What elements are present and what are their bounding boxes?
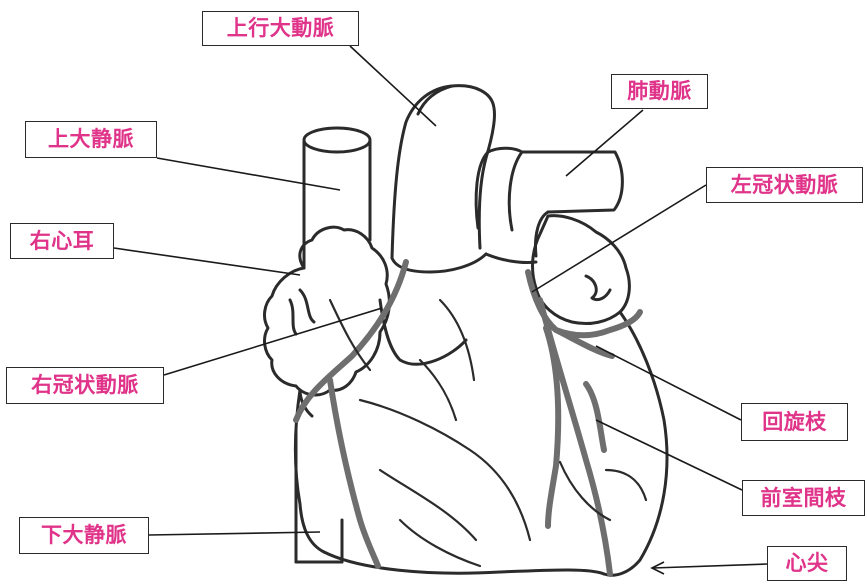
label-pulmonary-artery: 肺動脈	[611, 74, 708, 109]
label-apex: 心尖	[767, 546, 847, 581]
label-left-coronary-artery: 左冠状動脈	[706, 167, 863, 203]
coronary-vessels	[293, 259, 643, 577]
label-superior-vena-cava: 上大静脈	[25, 121, 157, 158]
leader-inferior-vena-cava	[148, 531, 321, 536]
inferior-vena-cava-shape	[294, 428, 344, 564]
leader-apex	[652, 563, 768, 569]
leader-left-coronary	[531, 184, 707, 293]
circumflex-vessel	[553, 327, 615, 359]
leader-right-coronary	[163, 307, 383, 376]
leader-superior-vena-cava	[156, 157, 341, 191]
leader-interventricular	[595, 419, 743, 491]
label-inferior-vena-cava: 下大静脈	[19, 517, 149, 554]
surface-lines	[328, 298, 648, 568]
right-coronary-artery-vessel	[293, 259, 409, 423]
diagonal-vessel-2	[583, 381, 607, 453]
label-ascending-aorta: 上行大動脈	[202, 11, 359, 46]
right-auricle-shape	[263, 225, 391, 397]
label-anterior-interventricular-branch: 前室間枝	[742, 480, 865, 516]
pulmonary-artery-shape	[474, 146, 624, 258]
leader-pulmonary-artery	[565, 109, 644, 177]
label-circumflex-branch: 回旋枝	[741, 403, 848, 441]
apex-arrowhead	[650, 561, 665, 575]
leader-lines	[113, 45, 768, 575]
leader-right-auricle	[113, 247, 301, 276]
right-marginal-vessel	[327, 377, 381, 569]
superior-vena-cava-shape	[302, 126, 372, 270]
label-right-coronary-artery: 右冠状動脈	[6, 367, 164, 404]
left-auricle-shape	[531, 214, 631, 326]
diagonal-vessel-1	[543, 325, 562, 529]
heart-body-outline	[294, 252, 669, 577]
label-right-auricle: 右心耳	[10, 223, 114, 259]
leader-circumflex	[595, 345, 742, 421]
leader-ascending-aorta	[349, 45, 437, 127]
